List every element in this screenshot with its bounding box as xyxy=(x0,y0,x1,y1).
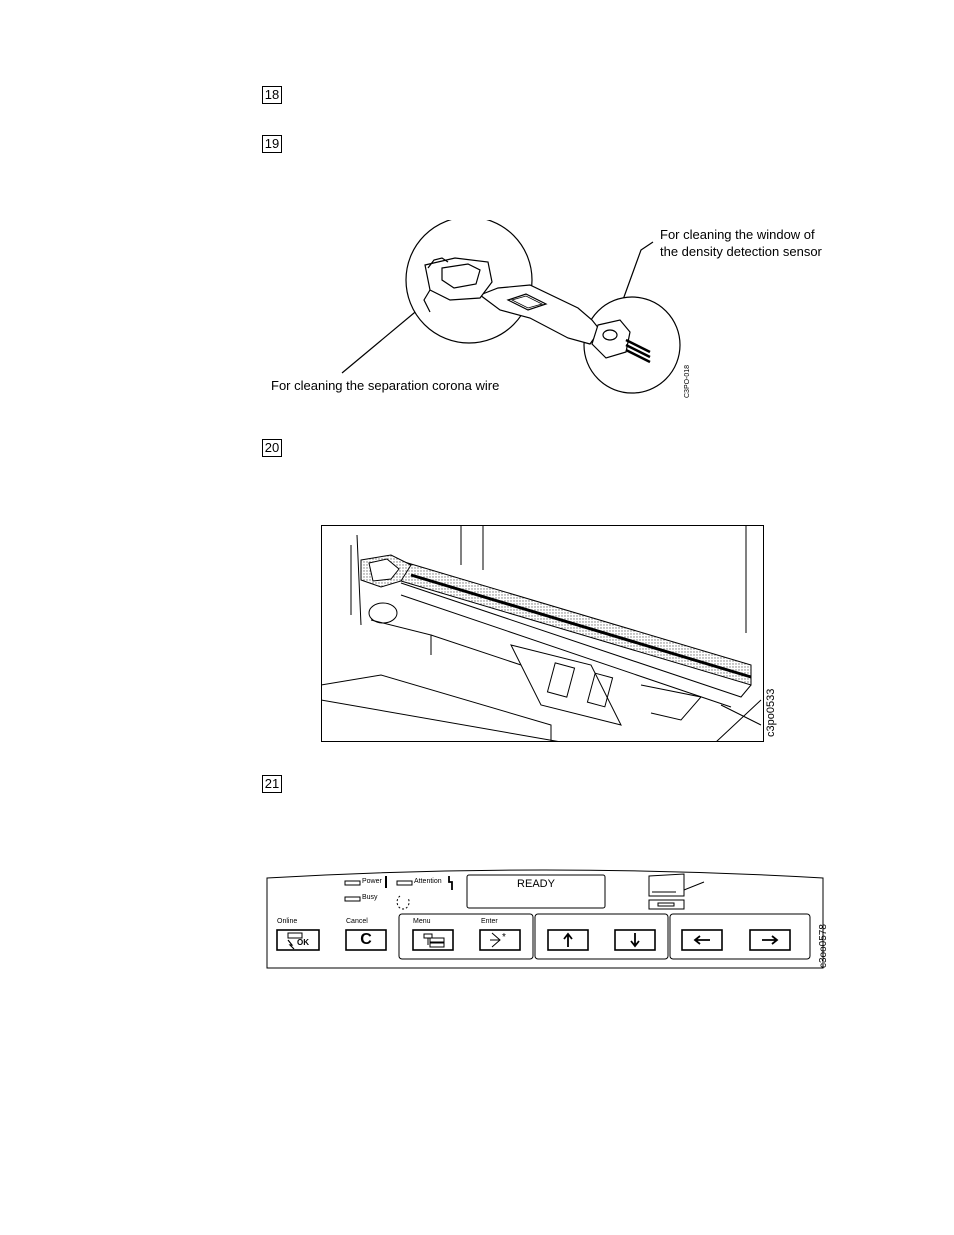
menu-button-label: Menu xyxy=(413,918,431,925)
step-18-marker: 18 xyxy=(262,86,282,104)
online-button-label: Online xyxy=(277,918,298,925)
step-19-marker: 19 xyxy=(262,135,282,153)
busy-indicator-label: Busy xyxy=(362,894,378,901)
step-20-marker: 20 xyxy=(262,439,282,457)
cancel-button-label: Cancel xyxy=(346,918,368,925)
step-21-marker: 21 xyxy=(262,775,282,793)
figure3-id-label: c3oo0578 xyxy=(818,924,829,968)
enter-button-label: Enter xyxy=(481,918,498,925)
figure2-id-label: c3po0533 xyxy=(765,688,777,737)
online-ok-button[interactable]: OK xyxy=(297,938,309,947)
corona-cleaning-label: For cleaning the separation corona wire xyxy=(271,378,500,393)
operator-panel-drawing: * xyxy=(266,869,824,969)
cancel-button[interactable]: C xyxy=(360,931,372,948)
panel-display-text: READY xyxy=(517,878,555,890)
svg-text:*: * xyxy=(502,932,506,943)
printer-interior-drawing xyxy=(321,525,764,742)
cleaning-tool-drawing xyxy=(341,220,681,394)
window-cleaning-label-line1: For cleaning the window of xyxy=(660,227,815,242)
attention-indicator-label: Attention xyxy=(414,878,442,885)
window-cleaning-label-line2: the density detection sensor xyxy=(660,244,822,259)
power-indicator-label: Power xyxy=(362,878,382,885)
